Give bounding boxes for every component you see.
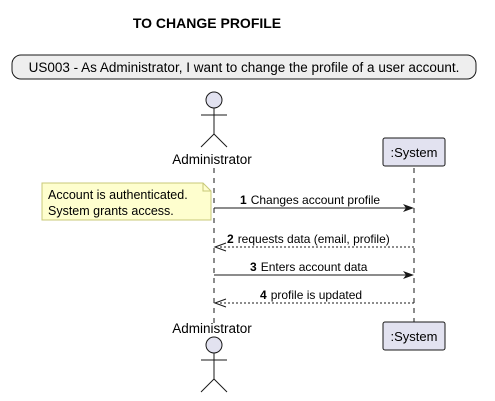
actor-label-top: Administrator <box>172 152 252 167</box>
message-1-number: 1 <box>240 193 247 207</box>
system-participant-bottom: :System <box>382 321 446 351</box>
message-3-arrowhead <box>403 271 414 279</box>
message-1-label: Changes account profile <box>251 193 381 207</box>
message-1: 1 Changes account profile <box>214 193 414 212</box>
note-line-2: System grants access. <box>48 204 174 218</box>
system-label-bottom: :System <box>391 329 438 344</box>
message-3: 3 Enters account data <box>214 260 414 279</box>
message-3-number: 3 <box>250 260 257 274</box>
message-1-arrowhead <box>403 204 414 212</box>
user-story-banner <box>11 54 477 80</box>
message-2-number: 2 <box>227 232 234 246</box>
stick-figure-icon <box>200 91 228 148</box>
system-participant-top: :System <box>382 137 446 167</box>
message-2-arrowhead <box>213 242 227 252</box>
actor-top: Administrator <box>172 91 252 167</box>
message-4-number: 4 <box>260 288 267 302</box>
actor-bottom: Administrator <box>172 321 252 393</box>
message-2: 2 requests data (email, profile) <box>213 232 414 252</box>
message-4-arrowhead <box>213 298 227 308</box>
message-4-label: profile is updated <box>271 288 362 302</box>
system-label-top: :System <box>391 145 438 160</box>
note-line-1: Account is authenticated. <box>48 188 188 202</box>
diagram-title: TO CHANGE PROFILE <box>133 15 281 31</box>
message-3-label: Enters account data <box>261 260 368 274</box>
user-story-text: US003 - As Administrator, I want to chan… <box>29 60 460 75</box>
stick-figure-icon <box>200 336 228 393</box>
note: Account is authenticated. System grants … <box>41 182 212 221</box>
message-2-label: requests data (email, profile) <box>238 232 390 246</box>
actor-label-bottom: Administrator <box>172 321 252 336</box>
message-4: 4 profile is updated <box>213 288 414 308</box>
